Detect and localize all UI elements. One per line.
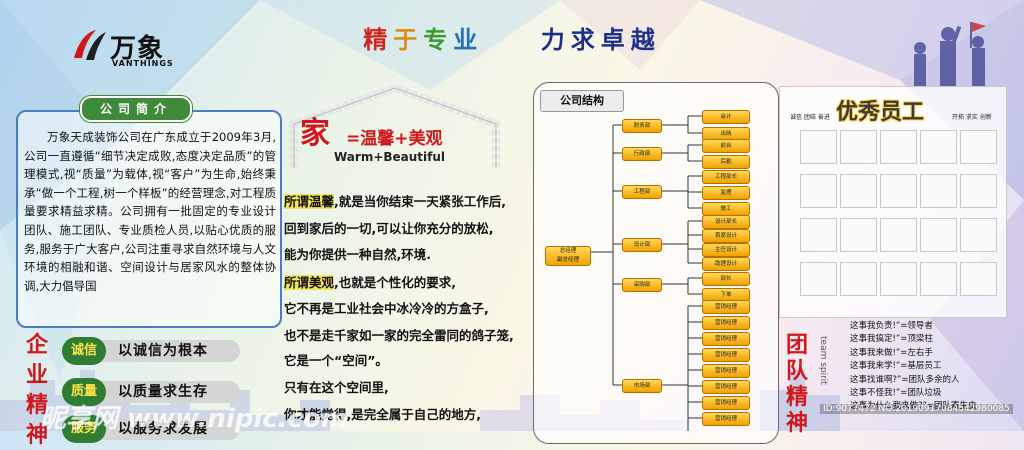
- team-rule: 这事找谁啊?”=团队多余的人: [850, 374, 960, 385]
- team-spirit-en: team spirit: [818, 336, 828, 385]
- staff-board-motto-right: 开拓 求实 创新: [952, 114, 992, 121]
- home-paragraph-line: 能为你提供一种自然,环境.: [284, 247, 431, 262]
- org-sub-box: 主任设计: [702, 243, 750, 257]
- org-sub-box: 营销经理: [702, 300, 750, 314]
- photo-slot: [880, 130, 917, 164]
- company-intro-box: [16, 110, 282, 328]
- photo-slot: [880, 174, 917, 208]
- team-rule: 这事我搞定!”=顶梁柱: [850, 334, 933, 345]
- company-logo-icon: [74, 30, 106, 60]
- culture-item: 诚信 以诚信为根本: [62, 337, 240, 365]
- slogan-rest: 力求卓越: [540, 25, 661, 54]
- org-dept-box: 财务部: [622, 119, 662, 133]
- org-sub-box: 设计部长: [702, 215, 750, 229]
- home-paragraph-line: 它是一个“空间”。: [284, 353, 388, 368]
- org-sub-box: 部长: [702, 272, 750, 286]
- home-paragraph-line: 所谓美观,也就是个性化的要求,: [284, 275, 457, 290]
- team-rule: 这事我来做!”=左右手: [850, 347, 933, 358]
- org-dept-box: 采购部: [622, 278, 662, 292]
- org-sub-box: 工程部长: [702, 170, 750, 184]
- photo-slot: [800, 174, 837, 208]
- team-rules: 这事我负责!”=领导者这事我搞定!”=顶梁柱这事我来做!”=左右手这事我来学!”…: [850, 320, 977, 414]
- org-sub-box: 会计: [702, 110, 750, 124]
- org-sub-box: 营销经理: [702, 364, 750, 378]
- slogan-char: 业: [453, 25, 484, 54]
- photo-slot: [880, 262, 917, 296]
- home-formula-en: Warm+Beautiful: [334, 150, 446, 164]
- org-root-box: 总经理副总经理: [545, 246, 591, 266]
- team-rule: 这事为什么我来做?”=团队寄生虫: [850, 401, 977, 412]
- home-paragraph-line: 也不是走千家如一家的完全雷同的鸽子笼,: [284, 328, 514, 343]
- org-dept-box: 工程部: [622, 185, 662, 199]
- highlight: 所谓美观: [284, 275, 335, 290]
- photo-slot: [920, 130, 957, 164]
- photo-slot: [960, 218, 997, 252]
- org-sub-box: 后勤: [702, 155, 750, 169]
- photo-slot: [960, 174, 997, 208]
- photo-slot: [960, 130, 997, 164]
- company-intro-title: 公司简介: [80, 96, 192, 122]
- culture-tag: 诚信: [62, 337, 106, 365]
- company-intro-text: 万象天成装饰公司在广东成立于2009年3月,公司一直遵循“细节决定成败,态度决定…: [24, 130, 276, 293]
- org-sub-box: 营销经理: [702, 348, 750, 362]
- org-sub-box: 营销经理: [702, 412, 750, 426]
- org-sub-box: 前台: [702, 139, 750, 153]
- staff-board-motto-left: 诚信 团结 奋进: [790, 114, 830, 121]
- org-chart-lines: [590, 115, 702, 431]
- home-paragraph-line: 回到家后的一切,可以让你充分的放松,: [284, 221, 494, 236]
- photo-slot: [840, 174, 877, 208]
- photo-slot: [880, 218, 917, 252]
- org-sub-box: 施工: [702, 202, 750, 216]
- org-dept-box: 市场部: [622, 379, 662, 393]
- watermark-text: 昵享网 www.nipic.com: [40, 404, 348, 434]
- org-dept-box: 行政部: [622, 147, 662, 161]
- photo-slot: [960, 262, 997, 296]
- team-silhouette-icon: [914, 22, 986, 86]
- slogan: 精于专业 力求卓越: [0, 20, 1024, 55]
- photo-slot: [800, 262, 837, 296]
- photo-slot: [800, 218, 837, 252]
- org-sub-box: 营销经理: [702, 332, 750, 346]
- photo-slot: [800, 130, 837, 164]
- home-paragraph-line: 它不再是工业社会中冰冷冷的方盒子,: [284, 301, 489, 316]
- org-dept-box: 设计部: [622, 238, 662, 252]
- home-formula: =温馨+美观: [346, 129, 443, 149]
- photo-slot: [840, 130, 877, 164]
- home-title: 家: [300, 116, 330, 151]
- culture-item: 质量 以质量求生存: [62, 378, 240, 406]
- culture-text: 以质量求生存: [118, 384, 208, 400]
- org-sub-box: 营销经理: [702, 380, 750, 394]
- photo-slot: [920, 218, 957, 252]
- culture-tag: 质量: [62, 378, 106, 406]
- photo-slot: [840, 218, 877, 252]
- home-paragraph-line: 所谓温馨,就是当你结束一天紧张工作后,: [284, 194, 507, 209]
- org-sub-box: 助理设计: [702, 257, 750, 271]
- photo-slot: [920, 262, 957, 296]
- home-paragraph-line: 你才能觉得,是完全属于自己的地方,: [284, 407, 481, 422]
- photo-slot: [920, 174, 957, 208]
- team-spirit-title: 团队精神: [786, 332, 809, 436]
- org-sub-box: 营销经理: [702, 396, 750, 410]
- highlight: 所谓温馨: [284, 194, 335, 209]
- team-rule: 这事不怪我!”=团队垃圾: [850, 388, 942, 399]
- org-sub-box: 首席设计: [702, 229, 750, 243]
- home-paragraph-line: 只有在这个空间里,: [284, 380, 389, 395]
- slogan-char: 专: [423, 25, 454, 54]
- team-rule: 这事我负责!”=领导者: [850, 321, 933, 331]
- watermark-id: ID:9077472 NO:20190917084542980085: [820, 404, 1013, 414]
- logo-name-en: VANTHINGS: [112, 59, 174, 68]
- slogan-char: 于: [393, 25, 424, 54]
- org-chart-title: 公司结构: [540, 90, 624, 112]
- org-sub-box: 监理: [702, 186, 750, 200]
- house-roof-icon: [290, 84, 500, 168]
- org-sub-box: 营销经理: [702, 316, 750, 330]
- slogan-char: 精: [363, 25, 394, 54]
- culture-text: 以诚信为根本: [118, 343, 208, 359]
- staff-board-title: 优秀员工: [836, 100, 925, 125]
- photo-slot: [840, 262, 877, 296]
- logo-name-cn: 万象: [110, 34, 165, 64]
- team-rule: 这事我来学!”=基层员工: [850, 361, 942, 372]
